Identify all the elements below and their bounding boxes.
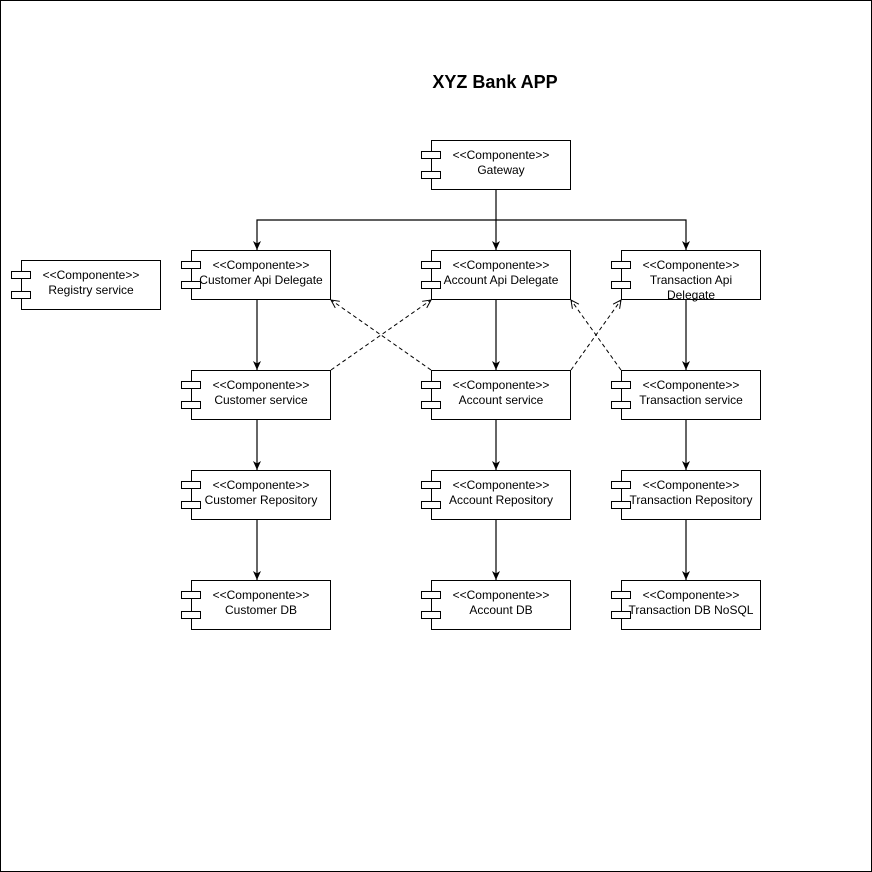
component-name: Transaction DB NoSQL bbox=[628, 603, 754, 617]
component-name: Transaction Repository bbox=[629, 493, 753, 507]
component-port bbox=[611, 501, 631, 509]
component-label: <<Componente>> Account Api Delegate bbox=[432, 258, 570, 288]
stereotype-label: <<Componente>> bbox=[642, 588, 740, 602]
stereotype-label: <<Componente>> bbox=[212, 258, 310, 272]
stereotype-label: <<Componente>> bbox=[452, 588, 550, 602]
component-port bbox=[181, 611, 201, 619]
component-port bbox=[421, 401, 441, 409]
component-port bbox=[421, 611, 441, 619]
component-label: <<Componente>> Customer service bbox=[192, 378, 330, 408]
component-account-api-delegate[interactable]: <<Componente>> Account Api Delegate bbox=[421, 250, 571, 300]
component-port bbox=[611, 261, 631, 269]
component-name: Customer service bbox=[214, 393, 308, 407]
component-port bbox=[611, 401, 631, 409]
component-registry-service[interactable]: <<Componente>> Registry service bbox=[11, 260, 161, 310]
component-port bbox=[181, 381, 201, 389]
component-transaction-api-delegate[interactable]: <<Componente>> Transaction Api Delegate bbox=[611, 250, 761, 303]
component-name: Transaction service bbox=[639, 393, 743, 407]
component-name: Account service bbox=[458, 393, 544, 407]
component-port bbox=[181, 501, 201, 509]
stereotype-label: <<Componente>> bbox=[642, 378, 740, 392]
component-port bbox=[421, 261, 441, 269]
stereotype-label: <<Componente>> bbox=[452, 148, 550, 162]
stereotype-label: <<Componente>> bbox=[452, 478, 550, 492]
component-name: Gateway bbox=[477, 163, 525, 177]
stereotype-label: <<Componente>> bbox=[212, 588, 310, 602]
component-label: <<Componente>> Gateway bbox=[432, 148, 570, 178]
dashed-account-service-to-customer-api bbox=[331, 300, 432, 371]
diagram-title: XYZ Bank APP bbox=[432, 72, 558, 92]
component-port bbox=[421, 281, 441, 289]
component-label: <<Componente>> Transaction service bbox=[622, 378, 760, 408]
stereotype-label: <<Componente>> bbox=[212, 378, 310, 392]
component-customer-db[interactable]: <<Componente>> Customer DB bbox=[181, 580, 331, 630]
component-label: <<Componente>> Account DB bbox=[432, 588, 570, 618]
component-label: <<Componente>> Registry service bbox=[22, 268, 160, 298]
stereotype-label: <<Componente>> bbox=[642, 258, 740, 272]
component-customer-api-delegate[interactable]: <<Componente>> Customer Api Delegate bbox=[181, 250, 331, 300]
component-port bbox=[181, 261, 201, 269]
stereotype-label: <<Componente>> bbox=[212, 478, 310, 492]
component-account-repository[interactable]: <<Componente>> Account Repository bbox=[421, 470, 571, 520]
component-port bbox=[181, 401, 201, 409]
component-customer-repository[interactable]: <<Componente>> Customer Repository bbox=[181, 470, 331, 520]
stereotype-label: <<Componente>> bbox=[452, 258, 550, 272]
component-port bbox=[611, 591, 631, 599]
component-port bbox=[421, 381, 441, 389]
component-label: <<Componente>> Customer Api Delegate bbox=[192, 258, 330, 288]
component-transaction-repository[interactable]: <<Componente>> Transaction Repository bbox=[611, 470, 761, 520]
component-port bbox=[611, 281, 631, 289]
edge-gateway-to-transaction-api bbox=[496, 219, 690, 250]
component-account-db[interactable]: <<Componente>> Account DB bbox=[421, 580, 571, 630]
stereotype-label: <<Componente>> bbox=[642, 478, 740, 492]
component-port bbox=[421, 591, 441, 599]
component-name: Customer Api Delegate bbox=[199, 273, 323, 287]
component-customer-service[interactable]: <<Componente>> Customer service bbox=[181, 370, 331, 420]
component-label: <<Componente>> Account service bbox=[432, 378, 570, 408]
component-port bbox=[11, 291, 31, 299]
component-port bbox=[611, 381, 631, 389]
component-label: <<Componente>> Transaction Repository bbox=[622, 478, 760, 508]
component-label: <<Componente>> Account Repository bbox=[432, 478, 570, 508]
stereotype-label: <<Componente>> bbox=[452, 378, 550, 392]
component-name: Registry service bbox=[48, 283, 134, 297]
component-port bbox=[181, 591, 201, 599]
component-port bbox=[421, 501, 441, 509]
component-name: Transaction Api Delegate bbox=[649, 273, 733, 302]
component-account-service[interactable]: <<Componente>> Account service bbox=[421, 370, 571, 420]
component-port bbox=[611, 611, 631, 619]
component-port bbox=[11, 271, 31, 279]
component-port bbox=[421, 151, 441, 159]
component-transaction-service[interactable]: <<Componente>> Transaction service bbox=[611, 370, 761, 420]
component-name: Account DB bbox=[469, 603, 533, 617]
edge-gateway-to-customer-api bbox=[253, 219, 496, 250]
component-label: <<Componente>> Transaction DB NoSQL bbox=[622, 588, 760, 618]
component-port bbox=[611, 481, 631, 489]
component-port bbox=[421, 481, 441, 489]
component-name: Customer DB bbox=[224, 603, 298, 617]
dashed-customer-service-to-account-api bbox=[330, 300, 431, 371]
component-name: Customer Repository bbox=[204, 493, 318, 507]
component-port bbox=[181, 481, 201, 489]
component-label: <<Componente>> Transaction Api Delegate bbox=[622, 258, 760, 303]
component-name: Account Repository bbox=[448, 493, 554, 507]
component-name: Account Api Delegate bbox=[443, 273, 559, 287]
stereotype-label: <<Componente>> bbox=[42, 268, 140, 282]
dashed-transaction-service-to-account-api bbox=[571, 300, 622, 371]
component-port bbox=[181, 281, 201, 289]
component-gateway[interactable]: <<Componente>> Gateway bbox=[421, 140, 571, 190]
component-transaction-db-nosql[interactable]: <<Componente>> Transaction DB NoSQL bbox=[611, 580, 761, 630]
component-port bbox=[421, 171, 441, 179]
component-label: <<Componente>> Customer DB bbox=[192, 588, 330, 618]
component-label: <<Componente>> Customer Repository bbox=[192, 478, 330, 508]
